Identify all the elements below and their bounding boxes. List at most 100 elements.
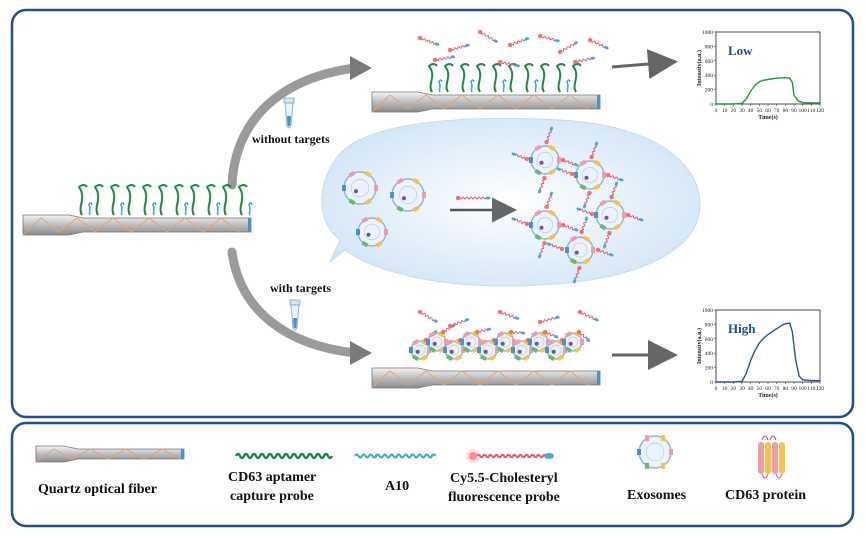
probe-molecule: [560, 222, 579, 232]
aptamer-strand: [205, 184, 216, 216]
exosome-protein: [361, 240, 369, 248]
x-tick-label: 60: [765, 108, 771, 114]
exosome-protein: [547, 354, 556, 362]
chart-title: Low: [728, 43, 753, 58]
exosome-core: [533, 336, 545, 348]
probe-molecule: [542, 329, 559, 339]
a10-strand: [119, 202, 125, 216]
probe-chain: [589, 38, 605, 48]
exosome-protein: [534, 144, 542, 152]
x-tick-label: 110: [807, 386, 815, 392]
aptamer-strand: [523, 63, 534, 93]
probe-dye: [447, 323, 453, 329]
aptamer-strand: [555, 63, 566, 93]
exosome-protein: [599, 223, 607, 231]
exosome-protein: [593, 159, 601, 167]
probe-dye: [589, 154, 594, 160]
exosome-protein: [530, 346, 539, 354]
light-path: [371, 94, 589, 113]
probe-cholesteryl: [590, 56, 596, 60]
probe-cholesteryl: [554, 315, 560, 319]
probe-cholesteryl: [614, 181, 619, 187]
probe-dye: [595, 247, 601, 253]
probe-molecule: [497, 309, 520, 320]
exosome-core: [350, 178, 370, 198]
x-axis-label: Time(s): [758, 114, 778, 121]
probe-dye: [542, 175, 547, 181]
exosome-protein: [411, 354, 420, 362]
exosome: [460, 330, 482, 354]
probe-dye: [432, 57, 438, 63]
probe-molecule: [609, 181, 619, 200]
probe-cholesteryl: [524, 37, 530, 41]
probe-cholesteryl: [593, 317, 599, 322]
probe-chain: [419, 36, 436, 45]
probe-cholesteryl: [538, 188, 542, 194]
probe-dye: [537, 33, 543, 39]
exosome-protein: [375, 240, 383, 248]
exosome-cargo: [568, 341, 573, 346]
probe-cholesteryl: [573, 228, 579, 232]
probe-molecule: [544, 191, 554, 210]
exosome-membrane: [357, 217, 387, 247]
x-tick-label: 30: [739, 108, 745, 114]
probe-molecule: [583, 190, 592, 209]
exosome-protein: [396, 177, 404, 185]
exosome-membrane: [530, 210, 560, 240]
exosome-protein: [513, 338, 522, 346]
exosome-protein: [364, 170, 372, 178]
probe-cholesteryl: [573, 278, 577, 284]
probe-cholesteryl: [538, 253, 542, 259]
probe-cholesteryl: [583, 203, 587, 209]
probe-chain: [584, 192, 591, 205]
probe-molecule: [572, 56, 596, 65]
probe-cholesteryl: [433, 319, 438, 323]
legend-aptamer-label-1: CD63 aptamer: [228, 470, 316, 485]
aptamer-strand: [141, 184, 152, 216]
probe-chain: [607, 173, 620, 181]
legend-fiber-icon: [35, 445, 185, 463]
exosome-protein: [428, 330, 437, 338]
probe-cholesteryl: [450, 55, 456, 59]
lower-branch-arrow: [227, 247, 360, 358]
probe-molecule: [508, 329, 526, 335]
exosome-core: [550, 344, 562, 356]
probe-chain: [539, 34, 556, 42]
exosome-protein: [460, 339, 464, 345]
legend: Quartz optical fiber CD63 aptamer captur…: [35, 435, 806, 505]
aptamer-strand: [539, 63, 550, 93]
exosome-protein: [412, 205, 420, 213]
exosome-protein: [565, 247, 569, 253]
exosome-core: [536, 151, 554, 169]
exosome-protein: [462, 346, 471, 354]
exosome-cargo: [604, 215, 609, 220]
probe-dye: [607, 230, 612, 236]
legend-probe-icon: [466, 449, 554, 463]
a10-strand: [469, 79, 475, 93]
probe-dye: [455, 195, 461, 201]
fiber-tip: [597, 95, 600, 109]
exosome-membrane: [575, 160, 605, 190]
exosome-protein: [534, 168, 542, 176]
exosome-protein: [511, 347, 515, 353]
chart-plot-area: [715, 31, 821, 105]
probe-cholesteryl: [485, 196, 491, 200]
exosome-cargo: [539, 160, 544, 165]
probe-chain: [559, 43, 575, 53]
exosome-cargo: [539, 225, 544, 230]
probe-molecule: [557, 41, 578, 55]
probe-chain: [562, 223, 575, 231]
exosome-protein: [564, 330, 573, 338]
a10-strand: [215, 202, 221, 216]
probe-chain: [539, 317, 556, 323]
probe-dye: [544, 139, 549, 145]
exosome-protein: [545, 347, 549, 353]
exosome-core: [414, 344, 426, 356]
with-targets-label: with targets: [270, 281, 331, 295]
x-tick-label: 100: [799, 108, 808, 114]
probe-molecule: [587, 37, 609, 50]
exosome-core: [431, 336, 443, 348]
exosome-protein: [412, 177, 420, 185]
probe-cholesteryl: [511, 152, 517, 156]
exosome-cargo: [551, 349, 556, 354]
